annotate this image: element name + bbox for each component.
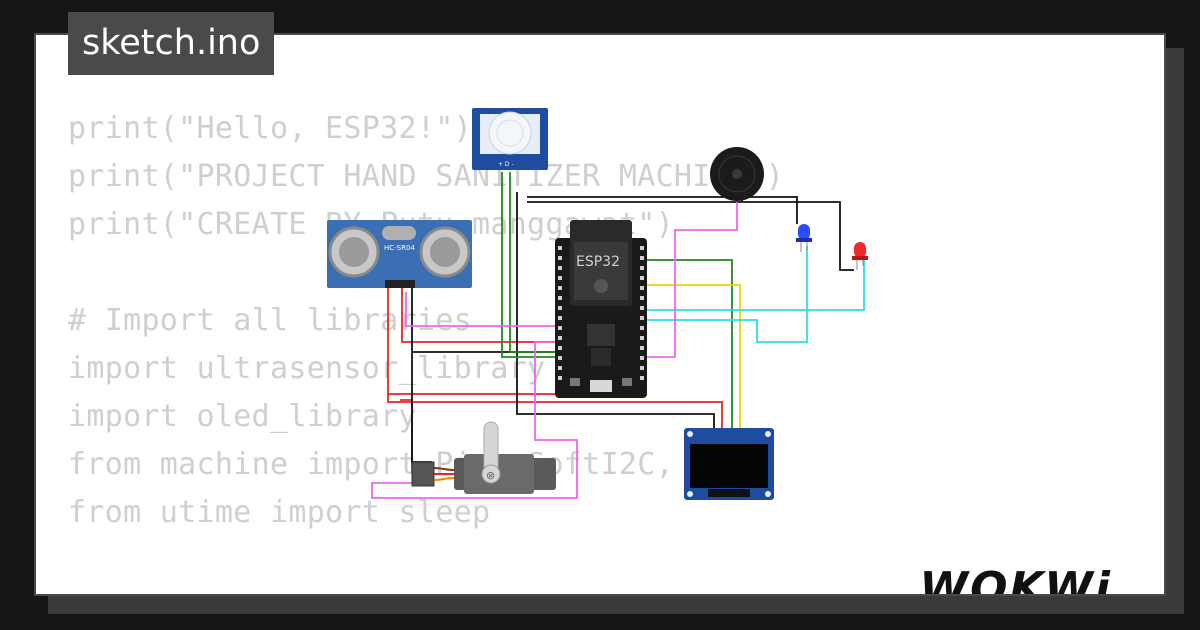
- wire-magenta[interactable]: [405, 292, 562, 327]
- wire-red[interactable]: [387, 287, 558, 395]
- wire-green[interactable]: [509, 172, 557, 353]
- wokwi-logo: WOKWi: [919, 563, 1112, 596]
- code-line: # Import all libraries: [68, 303, 472, 338]
- wire-red[interactable]: [401, 287, 557, 343]
- servo-motor[interactable]: ⊗: [411, 421, 556, 494]
- led-red[interactable]: [852, 242, 868, 270]
- led-blue[interactable]: [796, 224, 812, 252]
- pir-sensor[interactable]: + D -: [472, 108, 548, 170]
- code-line: import ultrasensor_library: [68, 351, 546, 386]
- code-line: # Declare Pin: [68, 585, 784, 594]
- code-line: print("Hello, ESP32!"): [68, 111, 472, 146]
- tab-sketch[interactable]: sketch.ino: [68, 12, 275, 75]
- wire-green[interactable]: [501, 172, 562, 358]
- wire-cyan[interactable]: [642, 260, 865, 311]
- circuit-diagram: + D - HC-SR04: [327, 108, 868, 500]
- wire-red[interactable]: [387, 394, 723, 430]
- mcu-label: ESP32: [576, 254, 620, 270]
- svg-text:⊗: ⊗: [486, 469, 495, 482]
- wire-cyan[interactable]: [642, 246, 808, 343]
- wire-magenta[interactable]: [642, 202, 738, 358]
- diagram-canvas[interactable]: print("Hello, ESP32!") print("PROJECT HAN…: [34, 33, 1166, 596]
- buzzer[interactable]: [710, 147, 764, 201]
- wire-black[interactable]: [516, 192, 715, 430]
- ultrasonic-sensor[interactable]: HC-SR04: [327, 220, 472, 288]
- oled-display[interactable]: [684, 428, 774, 500]
- wire-magenta[interactable]: [371, 341, 578, 499]
- wire-black[interactable]: [527, 196, 798, 224]
- ultrasonic-label: HC-SR04: [384, 244, 415, 252]
- code-preview: print("Hello, ESP32!") print("PROJECT HAN…: [68, 105, 785, 594]
- code-line: from utime import sleep: [68, 495, 491, 530]
- code-line: import oled_library: [68, 399, 417, 434]
- svg-text:+ D -: + D -: [498, 161, 514, 168]
- esp32-board[interactable]: ESP32: [555, 220, 647, 398]
- code-line: print("PROJECT HAND SANITIZER MACHINE"): [68, 159, 785, 194]
- wire-black[interactable]: [411, 352, 432, 463]
- wire-green[interactable]: [642, 259, 733, 430]
- wire-black[interactable]: [527, 201, 854, 271]
